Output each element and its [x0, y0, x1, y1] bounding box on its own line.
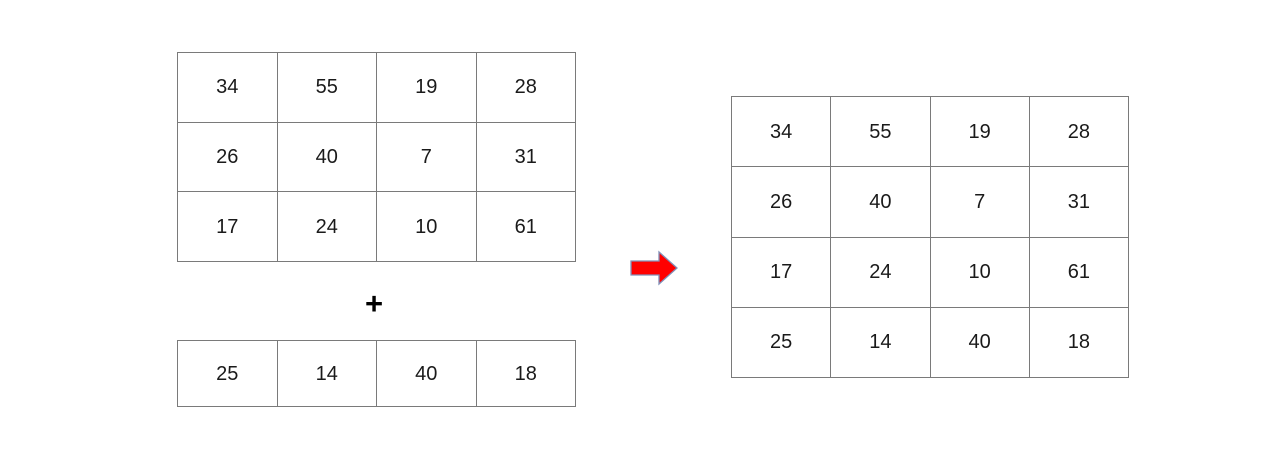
cell: 25: [177, 340, 278, 407]
result-matrix-body: 34 55 19 28 26 40 7 31 17 24 10 61 25 14…: [730, 95, 1130, 379]
appended-row-body: 25 14 40 18: [177, 340, 576, 407]
cell: 18: [1028, 306, 1130, 379]
plus-sign: +: [364, 285, 384, 321]
cell: 24: [830, 236, 931, 308]
cell: 28: [1028, 95, 1130, 168]
cell: 40: [830, 166, 931, 238]
cell: 34: [730, 95, 832, 168]
table-row: 25 14 40 18: [177, 340, 576, 407]
cell: 17: [730, 236, 832, 308]
result-matrix: 34 55 19 28 26 40 7 31 17 24 10 61 25 14…: [730, 95, 1130, 379]
cell: 10: [929, 236, 1030, 308]
appended-row-matrix: 25 14 40 18: [177, 340, 576, 407]
cell: 40: [929, 306, 1030, 379]
cell: 24: [276, 191, 377, 262]
cell: 61: [475, 191, 576, 262]
table-row: 34 55 19 28: [177, 52, 576, 123]
arrow-shape: [630, 250, 678, 286]
red-right-arrow-icon: [630, 250, 678, 286]
cell: 7: [376, 121, 477, 193]
cell: 19: [929, 95, 1030, 168]
cell: 10: [376, 191, 477, 262]
cell: 18: [475, 340, 576, 407]
table-row: 17 24 10 61: [177, 191, 576, 262]
cell: 40: [276, 121, 377, 193]
source-matrix: 34 55 19 28 26 40 7 31 17 24 10 61: [177, 52, 576, 262]
table-row: 17 24 10 61: [730, 236, 1130, 308]
cell: 40: [376, 340, 477, 407]
cell: 14: [830, 306, 931, 379]
source-matrix-body: 34 55 19 28 26 40 7 31 17 24 10 61: [177, 52, 576, 262]
cell: 26: [177, 121, 278, 193]
cell: 26: [730, 166, 832, 238]
cell: 61: [1028, 236, 1130, 308]
table-row: 34 55 19 28: [730, 95, 1130, 168]
cell: 17: [177, 191, 278, 262]
cell: 19: [376, 52, 477, 123]
cell: 31: [475, 121, 576, 193]
cell: 55: [830, 95, 931, 168]
cell: 14: [276, 340, 377, 407]
table-row: 26 40 7 31: [177, 121, 576, 193]
cell: 7: [929, 166, 1030, 238]
cell: 25: [730, 306, 832, 379]
table-row: 26 40 7 31: [730, 166, 1130, 238]
table-row: 25 14 40 18: [730, 306, 1130, 379]
cell: 34: [177, 52, 278, 123]
cell: 31: [1028, 166, 1130, 238]
cell: 55: [276, 52, 377, 123]
cell: 28: [475, 52, 576, 123]
